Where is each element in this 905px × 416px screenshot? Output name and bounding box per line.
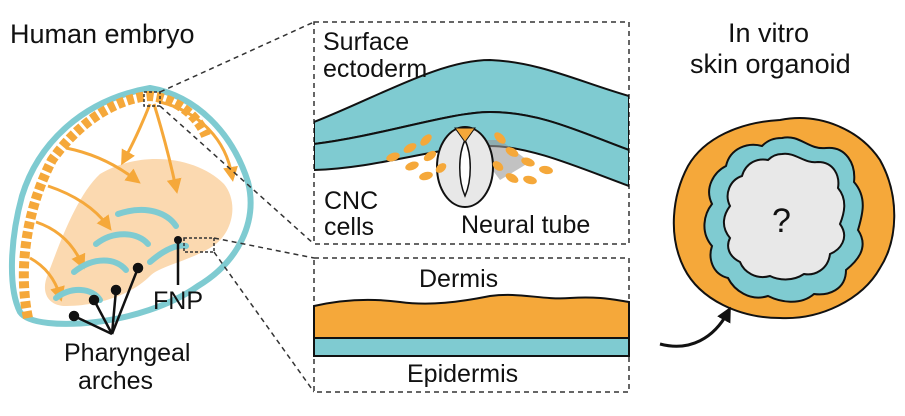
migration-arrow xyxy=(47,184,112,231)
epidermis-label: Epidermis xyxy=(407,360,518,388)
pharyngeal-label-line2: arches xyxy=(78,367,153,395)
skin-layers-panel: Dermis Epidermis xyxy=(313,257,630,393)
neural-tube-panel: Surface ectoderm CNC cells Neural tube xyxy=(313,21,630,245)
in-vitro-title: In vitro xyxy=(728,18,809,48)
surface-label-line1: Surface xyxy=(323,28,409,56)
neural-crest-band xyxy=(18,90,211,320)
unknown-question-mark: ? xyxy=(772,202,791,240)
fnp-label: FNP xyxy=(153,287,203,315)
migration-arrow xyxy=(35,220,86,270)
embryo-panel: Human embryo FNP xyxy=(8,19,254,395)
zoom-marker-bottom xyxy=(183,237,215,253)
neural-crest-origin xyxy=(454,127,476,143)
cnc-cells xyxy=(386,132,553,185)
migration-arrow xyxy=(121,103,152,166)
migration-arrow xyxy=(152,103,182,194)
pharyngeal-label-line1: Pharyngeal xyxy=(64,339,190,367)
epidermis-layer xyxy=(313,337,630,357)
cnc-label-line1: CNC xyxy=(324,187,378,215)
human-embryo-title: Human embryo xyxy=(10,19,195,49)
organoid-panel: In vitro skin organoid ? xyxy=(659,18,896,348)
migration-arrow xyxy=(159,100,238,182)
dermis-layer xyxy=(313,293,630,339)
neural-tube-label: Neural tube xyxy=(461,211,590,239)
dermis-label: Dermis xyxy=(419,265,498,293)
transition-arrow xyxy=(659,306,731,348)
surface-label-line2: ectoderm xyxy=(323,55,427,83)
neural-tube-lumen xyxy=(459,138,471,198)
cnc-label-line2: cells xyxy=(324,213,374,241)
zoom-marker-top xyxy=(143,91,161,107)
facial-mesenchyme xyxy=(44,159,233,306)
zoom-connectors xyxy=(159,21,315,393)
migration-arrow xyxy=(65,146,141,184)
pharyngeal-pointers xyxy=(68,262,144,336)
organoid-lumen xyxy=(723,152,846,281)
skin-organoid-title: skin organoid xyxy=(690,49,851,79)
